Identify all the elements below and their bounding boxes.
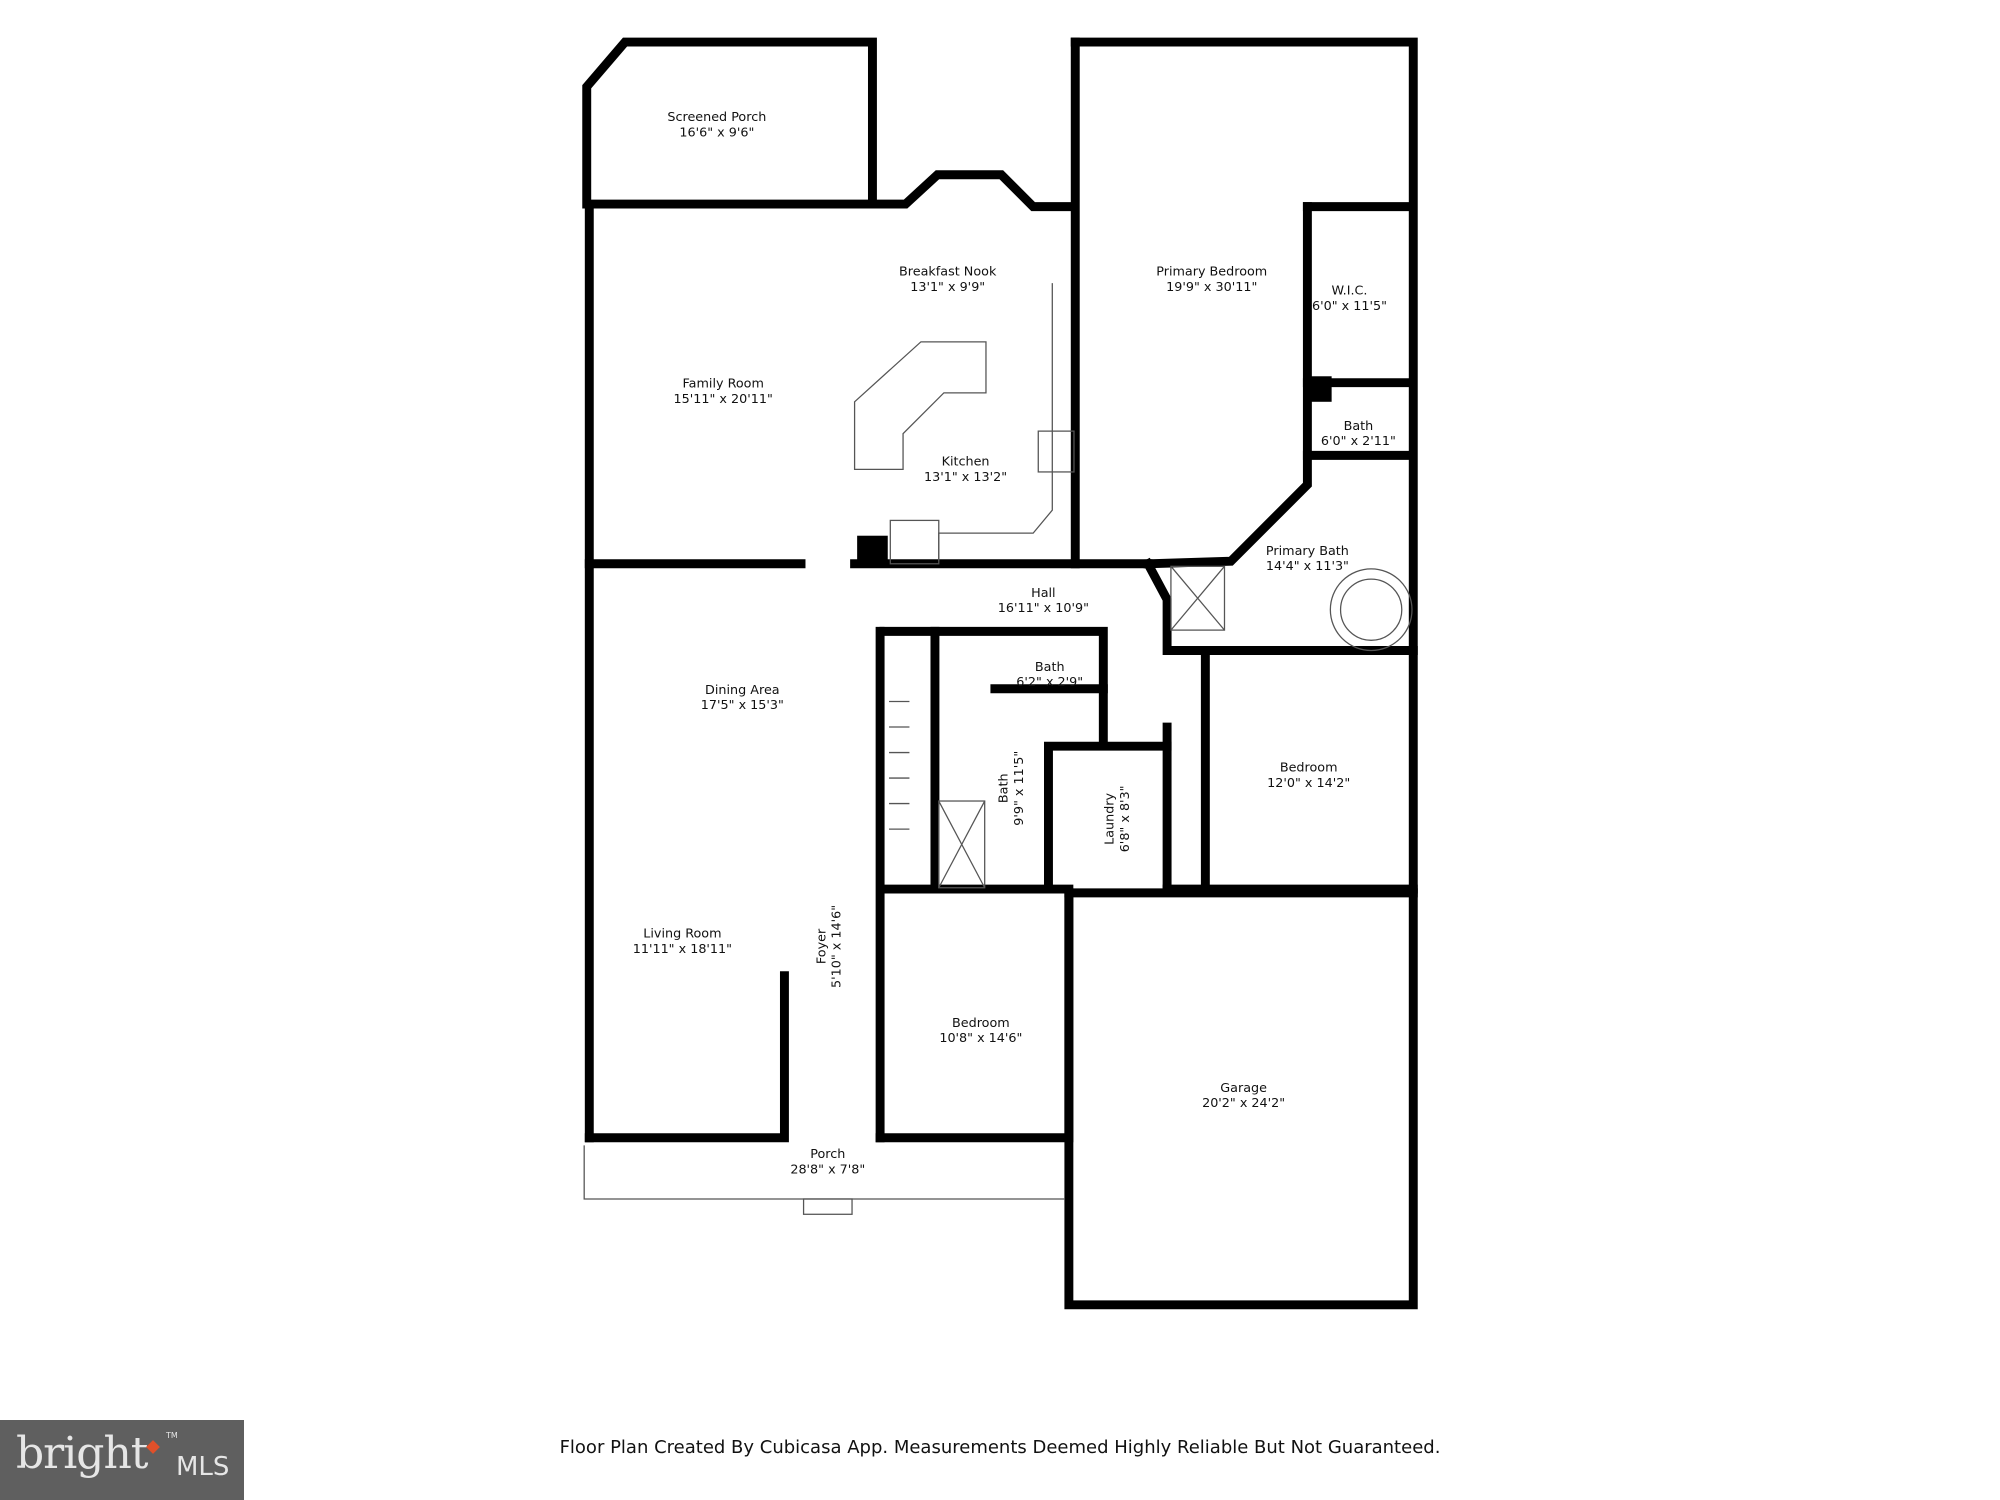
walls [582, 37, 1418, 1310]
logo-suffix: MLS [176, 1452, 230, 1482]
room-label: W.I.C.6'0" x 11'5" [1312, 284, 1387, 314]
logo-tm: TM [166, 1431, 178, 1440]
logo-text: bright [16, 1428, 148, 1479]
footer-note: Floor Plan Created By Cubicasa App. Meas… [559, 1437, 1441, 1458]
room-label: Foyer5'10" x 14'6" [814, 905, 844, 988]
room-label: Laundry6'8" x 8'3" [1103, 785, 1133, 852]
bright-mls-logo: bright TM MLS [0, 1420, 244, 1500]
fixtures [583, 283, 1413, 1215]
room-label: Bath9'9" x 11'5" [997, 751, 1027, 826]
star-icon [146, 1440, 160, 1454]
